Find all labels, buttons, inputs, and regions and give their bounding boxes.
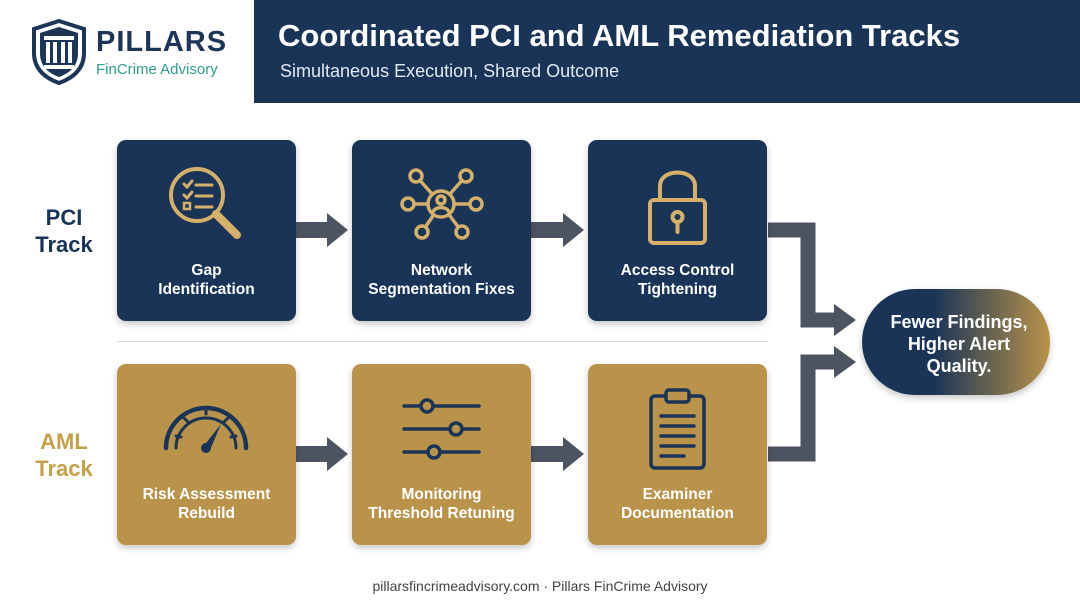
footer-credit: pillarsfincrimeadvisory.com · Pillars Fi… <box>372 578 708 594</box>
pci-step-3-label: Access Control Tightening <box>592 261 763 299</box>
arrowhead-aml-to-outcome <box>834 346 856 378</box>
sliders-icon <box>402 398 481 460</box>
outcome-text: Fewer Findings, Higher Alert Quality. <box>868 311 1050 377</box>
header-banner: Coordinated PCI and AML Remediation Trac… <box>254 0 1080 103</box>
aml-step-3-label-line2: Documentation <box>621 505 734 522</box>
pci-track-label: PCI Track <box>14 204 114 258</box>
aml-step-risk-assessment: Risk Assessment Rebuild <box>117 364 296 545</box>
outcome-line3: Quality. <box>926 356 992 376</box>
arrow-aml-2-to-3 <box>531 437 584 471</box>
aml-step-3-label-line1: Examiner <box>642 486 713 503</box>
shared-outcome-pill: Fewer Findings, Higher Alert Quality. <box>862 289 1050 395</box>
aml-step-2-label-line2: Threshold Retuning <box>368 505 515 522</box>
aml-track-label-line2: Track <box>35 456 93 481</box>
outcome-line1: Fewer Findings, <box>890 312 1028 332</box>
padlock-icon <box>648 170 707 245</box>
aml-step-2-label: Monitoring Threshold Retuning <box>356 485 527 523</box>
gauge-icon <box>163 405 249 453</box>
magnifier-checklist-icon <box>169 167 241 239</box>
arrow-pci-1-to-2 <box>296 213 348 247</box>
arrow-pci-2-to-3 <box>531 213 584 247</box>
pci-step-1-label: Gap Identification <box>121 261 292 299</box>
aml-track-label: AML Track <box>14 428 114 482</box>
aml-step-monitoring-threshold: Monitoring Threshold Retuning <box>352 364 531 545</box>
page-title: Coordinated PCI and AML Remediation Trac… <box>278 18 961 53</box>
pci-track-label-line2: Track <box>35 232 93 257</box>
brand-name: PILLARS <box>96 26 228 58</box>
aml-step-3-label: Examiner Documentation <box>592 485 763 523</box>
track-divider <box>117 341 768 342</box>
aml-step-examiner-documentation: Examiner Documentation <box>588 364 767 545</box>
pci-step-access-control: Access Control Tightening <box>588 140 767 321</box>
pci-step-3-label-line2: Tightening <box>638 281 717 298</box>
pillars-shield-logo-icon <box>32 19 86 85</box>
network-nodes-icon <box>400 168 484 240</box>
arrowhead-pci-to-outcome <box>834 304 856 336</box>
pci-step-gap-identification: Gap Identification <box>117 140 296 321</box>
brand-tagline: FinCrime Advisory <box>96 61 218 78</box>
connector-aml-to-outcome <box>768 354 836 462</box>
pci-step-3-label-line1: Access Control <box>620 262 735 279</box>
arrow-aml-1-to-2 <box>296 437 348 471</box>
page-subtitle: Simultaneous Execution, Shared Outcome <box>280 61 620 81</box>
pci-step-1-label-line2: Identification <box>158 281 255 298</box>
aml-step-1-label-line1: Risk Assessment <box>142 486 271 503</box>
aml-track-label-line1: AML <box>40 429 88 454</box>
connector-pci-to-outcome <box>768 222 836 328</box>
aml-step-2-label-line1: Monitoring <box>401 486 482 503</box>
pci-step-1-label-line1: Gap <box>191 262 222 279</box>
clipboard-icon <box>649 388 706 470</box>
pci-track-label-line1: PCI <box>45 205 83 230</box>
pci-step-2-label-line2: Segmentation Fixes <box>368 281 515 298</box>
pci-step-2-label-line1: Network <box>410 262 473 279</box>
logo-area: PILLARS FinCrime Advisory <box>0 0 254 103</box>
pci-step-2-label: Network Segmentation Fixes <box>356 261 527 299</box>
aml-step-1-label-line2: Rebuild <box>178 505 235 522</box>
pci-step-network-segmentation: Network Segmentation Fixes <box>352 140 531 321</box>
outcome-line2: Higher Alert <box>907 334 1011 354</box>
aml-step-1-label: Risk Assessment Rebuild <box>121 485 292 523</box>
